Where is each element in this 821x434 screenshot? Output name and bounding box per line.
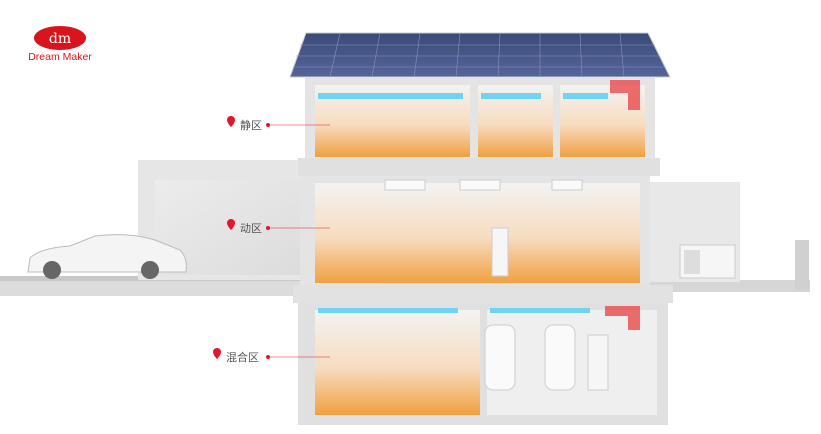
middle-floor <box>300 176 650 286</box>
location-pin-icon <box>213 348 221 359</box>
zone-label-mixed: 混合区 <box>213 348 330 364</box>
zone-label-active: 动区 <box>227 219 330 235</box>
cool-ducts-top <box>318 93 608 99</box>
basement <box>298 303 668 425</box>
zone-label-quiet: 静区 <box>227 116 330 132</box>
location-pin-icon <box>227 219 235 230</box>
logo-mark: dm <box>49 31 71 47</box>
garage <box>27 160 308 280</box>
roof-solar-panels <box>289 32 671 78</box>
outdoor-yard <box>648 182 740 282</box>
zone-label-text: 混合区 <box>226 350 259 364</box>
brand-name: Dream Maker <box>28 51 92 63</box>
brand-logo: dm Dream Maker <box>28 26 92 63</box>
zone-label-text: 动区 <box>240 222 262 235</box>
zone-label-text: 静区 <box>240 118 262 132</box>
location-pin-icon <box>227 116 235 127</box>
top-floor <box>305 77 655 160</box>
floor-slab-2 <box>293 285 673 303</box>
car <box>27 234 187 279</box>
floor-slab <box>298 158 660 176</box>
